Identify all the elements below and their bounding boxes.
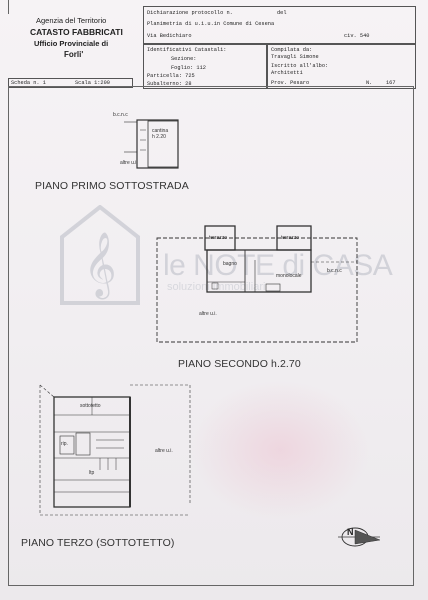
del-text: del	[277, 10, 287, 16]
agency-line4: Forli'	[64, 50, 84, 59]
subalterno-label: Subalterno: 28	[147, 81, 192, 87]
planimetria-text: Planimetria di u.i.u.in Comune di Cesena	[147, 21, 275, 27]
p2-altre: altre u.i.	[199, 311, 217, 317]
p3-title: PIANO TERZO (SOTTOTETTO)	[21, 537, 175, 549]
p1-cantina: cantina	[152, 128, 169, 134]
agency-line1: Agenzia del Territorio	[36, 16, 107, 25]
foglio-label: Foglio: 112	[171, 65, 206, 71]
p2-terrazzo-right: terrazzo	[281, 235, 300, 241]
p2-monolocale: monolocale	[276, 273, 302, 279]
iscritto-value: Architetti	[271, 70, 303, 76]
via-text: Via Bedichiaro	[147, 33, 192, 39]
iscritto-label: Iscritto all'albo:	[271, 63, 329, 69]
dichiarazione-text: Dichiarazione protocollo n.	[147, 10, 233, 16]
scheda-label: Scheda n. 1	[11, 80, 46, 86]
north-arrow-icon	[338, 527, 381, 547]
declaration-box: Dichiarazione protocollo n. del Planimet…	[143, 6, 416, 44]
particella-label: Particella: 725	[147, 73, 195, 79]
prov-label: Prov. Pesaro	[271, 80, 310, 86]
p3-rip: rip.	[61, 441, 68, 447]
compilata-box: Compilata da: Travagli Simone Iscritto a…	[267, 44, 416, 89]
civ-text: civ. 540	[344, 33, 370, 39]
compilata-name: Travagli Simone	[271, 54, 319, 60]
p1-height: h 2.20	[152, 134, 166, 140]
north-label: N	[347, 527, 354, 537]
p2-bcnc: b.c.n.c	[327, 268, 342, 274]
p3-ltp: ltp	[89, 470, 95, 476]
p1-title: PIANO PRIMO SOTTOSTRADA	[35, 180, 189, 192]
p2-terrazzo-left: terrazzo	[209, 235, 228, 241]
identificativi-label: Identificativi Catastali:	[147, 47, 227, 53]
p1-altre: altre u.i.	[120, 160, 138, 166]
compilata-label: Compilata da:	[271, 47, 313, 53]
n-value: 167	[386, 80, 396, 86]
n-label: N.	[366, 80, 373, 86]
agency-box: Agenzia del Territorio CATASTO FABBRICAT…	[8, 6, 138, 76]
drawing-frame	[8, 86, 414, 586]
agency-line2: CATASTO FABBRICATI	[30, 27, 123, 37]
agency-line3: Ufficio Provinciale di	[34, 39, 109, 48]
scheda-box: Scheda n. 1 Scala 1:200	[8, 78, 133, 88]
identificativi-box: Identificativi Catastali: Sezione: Fogli…	[143, 44, 267, 89]
p2-title: PIANO SECONDO h.2.70	[178, 358, 301, 370]
sezione-label: Sezione:	[171, 56, 197, 62]
scala-label: Scala 1:200	[75, 80, 110, 86]
corner-mark	[8, 0, 9, 14]
p2-bagno: bagno	[223, 261, 237, 267]
p3-altre: altre u.i.	[155, 448, 173, 454]
paper-tint	[190, 380, 370, 520]
p3-sottotetto: sottotetto	[80, 403, 101, 409]
p1-bcnc: b.c.n.c	[113, 112, 128, 118]
